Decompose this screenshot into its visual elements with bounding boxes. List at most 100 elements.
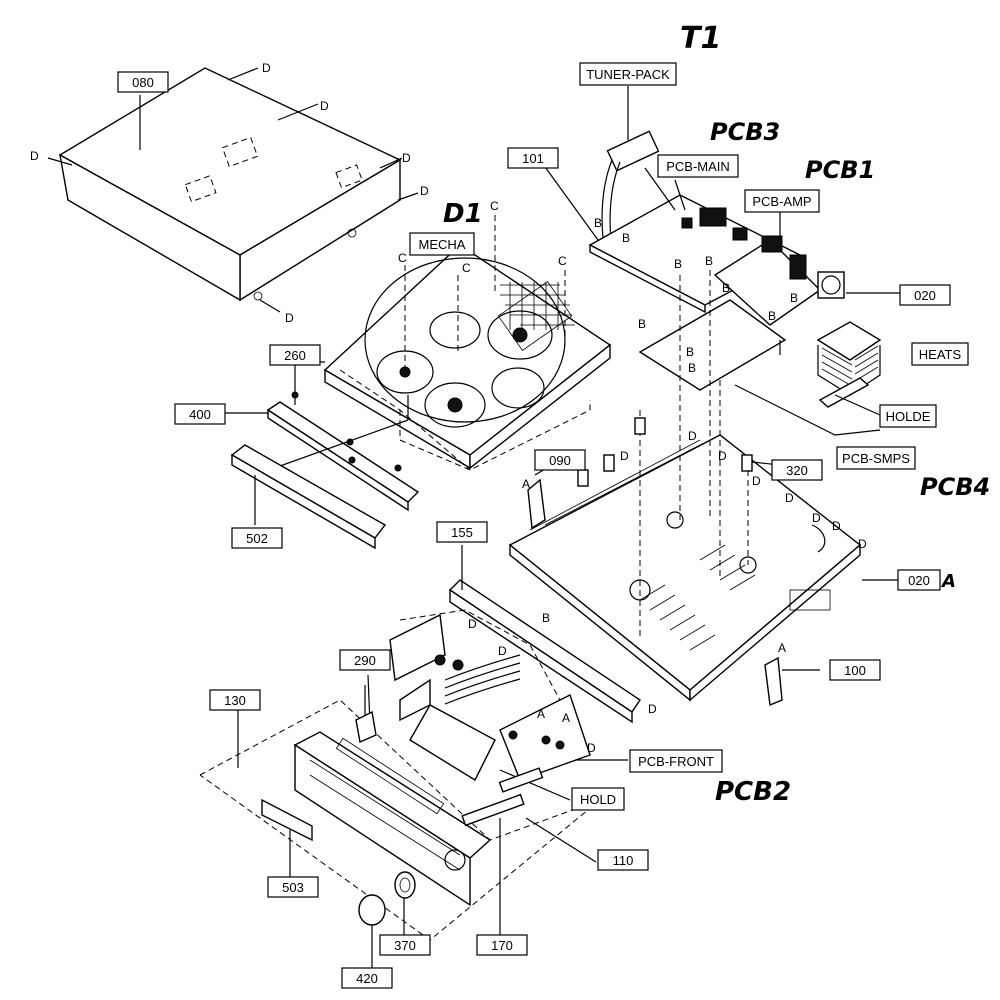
part-label-170: 170 [476, 934, 528, 956]
part-number-labels: 080 101 020 260 400 502 090 320 155 020 … [117, 71, 951, 989]
svg-text:080: 080 [132, 75, 154, 90]
front-trim-502 [230, 444, 387, 550]
label-holde: HOLDE [879, 404, 937, 428]
svg-text:B: B [686, 345, 694, 359]
hand-pcb1: PCB1 [805, 156, 875, 184]
hand-pcb4: PCB4 [920, 473, 990, 501]
part-label-320: 320 [771, 459, 823, 481]
part-label-400: 400 [174, 403, 226, 425]
svg-text:C: C [490, 199, 499, 213]
screw-letter-markers: D D D D D D C C C C B B B B B B B B B B … [30, 61, 867, 755]
svg-text:320: 320 [786, 463, 808, 478]
svg-text:A: A [537, 707, 545, 721]
front-bracket [448, 545, 641, 724]
svg-text:100: 100 [844, 663, 866, 678]
hand-pcb3: PCB3 [710, 118, 780, 146]
svg-text:PCB-FRONT: PCB-FRONT [638, 754, 714, 769]
label-pcb-front: PCB-FRONT [629, 749, 723, 773]
svg-text:MECHA: MECHA [419, 237, 466, 252]
svg-text:A: A [522, 477, 530, 491]
svg-text:400: 400 [189, 407, 211, 422]
svg-text:101: 101 [522, 151, 544, 166]
svg-text:B: B [542, 611, 550, 625]
svg-text:B: B [705, 254, 713, 268]
part-label-155: 155 [436, 521, 488, 543]
part-label-260: 260 [269, 344, 321, 366]
part-label-420: 420 [341, 967, 393, 989]
label-pcb-amp: PCB-AMP [744, 189, 820, 213]
svg-text:D: D [812, 511, 821, 525]
svg-text:B: B [790, 291, 798, 305]
svg-text:PCB-MAIN: PCB-MAIN [666, 159, 730, 174]
svg-text:B: B [768, 309, 776, 323]
label-tuner-pack: TUNER-PACK [579, 62, 677, 86]
svg-text:B: B [688, 361, 696, 375]
svg-text:260: 260 [284, 348, 306, 363]
hand-suffix-a: A [940, 571, 956, 592]
mecha-unit [323, 215, 612, 471]
svg-text:130: 130 [224, 693, 246, 708]
heatsink [816, 321, 882, 416]
svg-text:B: B [638, 317, 646, 331]
svg-text:110: 110 [613, 853, 634, 868]
svg-text:D: D [648, 702, 657, 716]
svg-text:502: 502 [246, 531, 268, 546]
hand-d1: D1 [443, 199, 483, 229]
pcb-amp-board [713, 210, 900, 326]
svg-text:C: C [398, 251, 407, 265]
svg-text:A: A [562, 711, 570, 725]
svg-text:D: D [30, 149, 39, 163]
svg-text:090: 090 [549, 453, 571, 468]
label-pcb-main: PCB-MAIN [657, 154, 739, 178]
part-label-502: 502 [231, 527, 283, 549]
svg-text:D: D [420, 184, 429, 198]
hand-t1: T1 [680, 21, 721, 56]
svg-text:D: D [468, 617, 477, 631]
part-label-290: 290 [339, 649, 391, 671]
svg-text:155: 155 [451, 525, 473, 540]
svg-text:420: 420 [356, 971, 378, 986]
svg-text:020: 020 [908, 573, 930, 588]
svg-text:HEATS: HEATS [919, 347, 962, 362]
svg-text:HOLD: HOLD [580, 792, 616, 807]
component-labels: TUNER-PACK PCB-MAIN PCB-AMP MECHA HEATS … [409, 62, 969, 811]
svg-text:TUNER-PACK: TUNER-PACK [586, 67, 670, 82]
svg-text:A: A [778, 641, 786, 655]
label-hold: HOLD [571, 787, 625, 811]
part-label-370: 370 [379, 934, 431, 956]
label-pcb-smps: PCB-SMPS [836, 446, 916, 470]
hand-pcb2: PCB2 [715, 777, 791, 807]
top-cover [47, 67, 419, 313]
svg-text:D: D [620, 449, 629, 463]
svg-text:PCB-AMP: PCB-AMP [752, 194, 811, 209]
svg-text:D: D [285, 311, 294, 325]
svg-text:B: B [674, 257, 682, 271]
svg-text:HOLDE: HOLDE [886, 409, 931, 424]
svg-text:B: B [594, 216, 602, 230]
front-panel [199, 685, 601, 968]
part-label-090: 090 [534, 449, 586, 471]
part-label-020a: 020 [897, 569, 941, 591]
chassis-leader-lines [527, 270, 820, 707]
svg-text:D: D [832, 519, 841, 533]
main-chassis [508, 434, 898, 702]
svg-text:PCB-SMPS: PCB-SMPS [842, 451, 910, 466]
svg-text:B: B [722, 281, 730, 295]
svg-text:290: 290 [354, 653, 376, 668]
svg-text:D: D [688, 429, 697, 443]
svg-text:B: B [622, 231, 630, 245]
svg-text:D: D [858, 537, 867, 551]
handwritten-annotations: T1 PCB3 PCB1 D1 PCB4 PCB2 A [443, 21, 990, 807]
part-label-130: 130 [209, 689, 261, 711]
svg-text:D: D [402, 151, 411, 165]
part-label-503: 503 [267, 876, 319, 898]
svg-text:D: D [498, 644, 507, 658]
part-label-110: 110 [597, 849, 649, 871]
label-heats: HEATS [911, 342, 969, 366]
part-label-101: 101 [507, 147, 559, 169]
front-tray-bar [254, 362, 420, 512]
svg-text:C: C [462, 261, 471, 275]
label-mecha: MECHA [409, 232, 475, 256]
pcb-front-area [367, 609, 628, 801]
part-label-020: 020 [899, 284, 951, 306]
